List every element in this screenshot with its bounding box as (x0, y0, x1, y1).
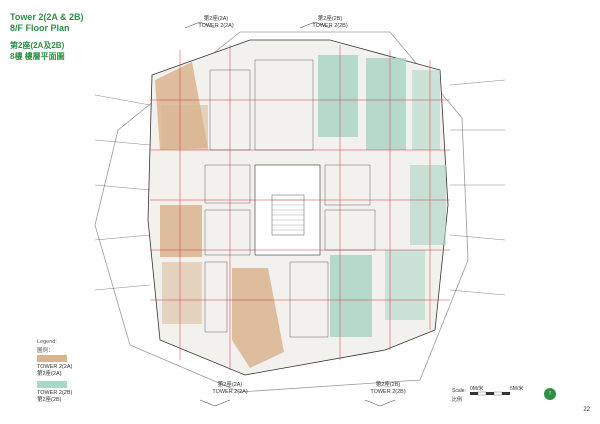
plan-floor-cn: 8樓 樓層平面圖 (10, 52, 65, 61)
tower-label-en: TOWER 2(2A) (212, 389, 248, 395)
plan-title-cn: 第2座(2A及2B) (10, 41, 65, 50)
scale-start: 0M/米 (470, 386, 484, 392)
legend-swatch-2a (37, 355, 67, 362)
site-outline (94, 31, 469, 393)
partition-lines (204, 59, 376, 338)
legend-title: Legend: (37, 339, 57, 345)
legend-swatch-2b (37, 381, 67, 388)
tower-label-en: TOWER 2(2B) (312, 23, 348, 29)
legend-title-cn: 圖例： (37, 348, 54, 354)
unit-2b-right-mid (410, 165, 446, 245)
tower-label-bottom-left: 第2座(2A) TOWER 2(2A) (200, 382, 260, 396)
tower-label-cn: 第2座(2B) (375, 382, 401, 388)
unit-2a-mid (160, 205, 202, 257)
tower-label-cn: 第2座(2A) (217, 382, 243, 388)
plan-floor-en: 8/F Floor Plan (10, 23, 70, 33)
legend-label-2a: TOWER 2(2A) 第2座(2A) (37, 364, 72, 378)
unit-2b-upper-c (412, 70, 440, 150)
tower-label-bottom-right: 第2座(2B) TOWER 2(2B) (358, 382, 418, 396)
legend-label-en: TOWER 2(2A) (37, 364, 73, 370)
legend-label-2b: TOWER 2(2B) 第2座(2B) (37, 390, 72, 404)
unit-2a-upper-mid (162, 105, 208, 150)
tower-label-cn: 第2座(2B) (317, 16, 343, 22)
tower-markers (184, 21, 396, 407)
legend-label-cn: 第2座(2B) (37, 397, 62, 403)
page-number: 22 (583, 407, 590, 413)
plan-title-en: Tower 2(2A & 2B) (10, 12, 84, 22)
annotation-leaders (94, 79, 506, 296)
unit-2b-lower-a (330, 255, 372, 337)
red-structural-lines (150, 45, 450, 370)
unit-2b-lower-b (385, 250, 425, 320)
legend-label-en: TOWER 2(2B) (37, 390, 73, 396)
tower-label-top-left: 第2座(2A) TOWER 2(2A) (186, 16, 246, 30)
north-arrow-icon: ↑ (544, 388, 556, 400)
unit-2a-bottom (232, 268, 284, 368)
tower-label-en: TOWER 2(2B) (370, 389, 406, 395)
tower-label-cn: 第2座(2A) (203, 16, 229, 22)
scale-bar (470, 391, 510, 396)
tower-label-top-right: 第2座(2B) TOWER 2(2B) (300, 16, 360, 30)
unit-2a-lower (162, 262, 202, 324)
scale-end: 5M/米 (510, 386, 524, 392)
unit-2b-upper-a (318, 55, 358, 137)
legend-label-cn: 第2座(2A) (37, 371, 62, 377)
scale-label: Scale: (452, 388, 466, 394)
unit-2b-upper-b (366, 58, 406, 150)
tower-label-en: TOWER 2(2A) (198, 23, 234, 29)
scale-label-cn: 比例 (452, 397, 463, 403)
